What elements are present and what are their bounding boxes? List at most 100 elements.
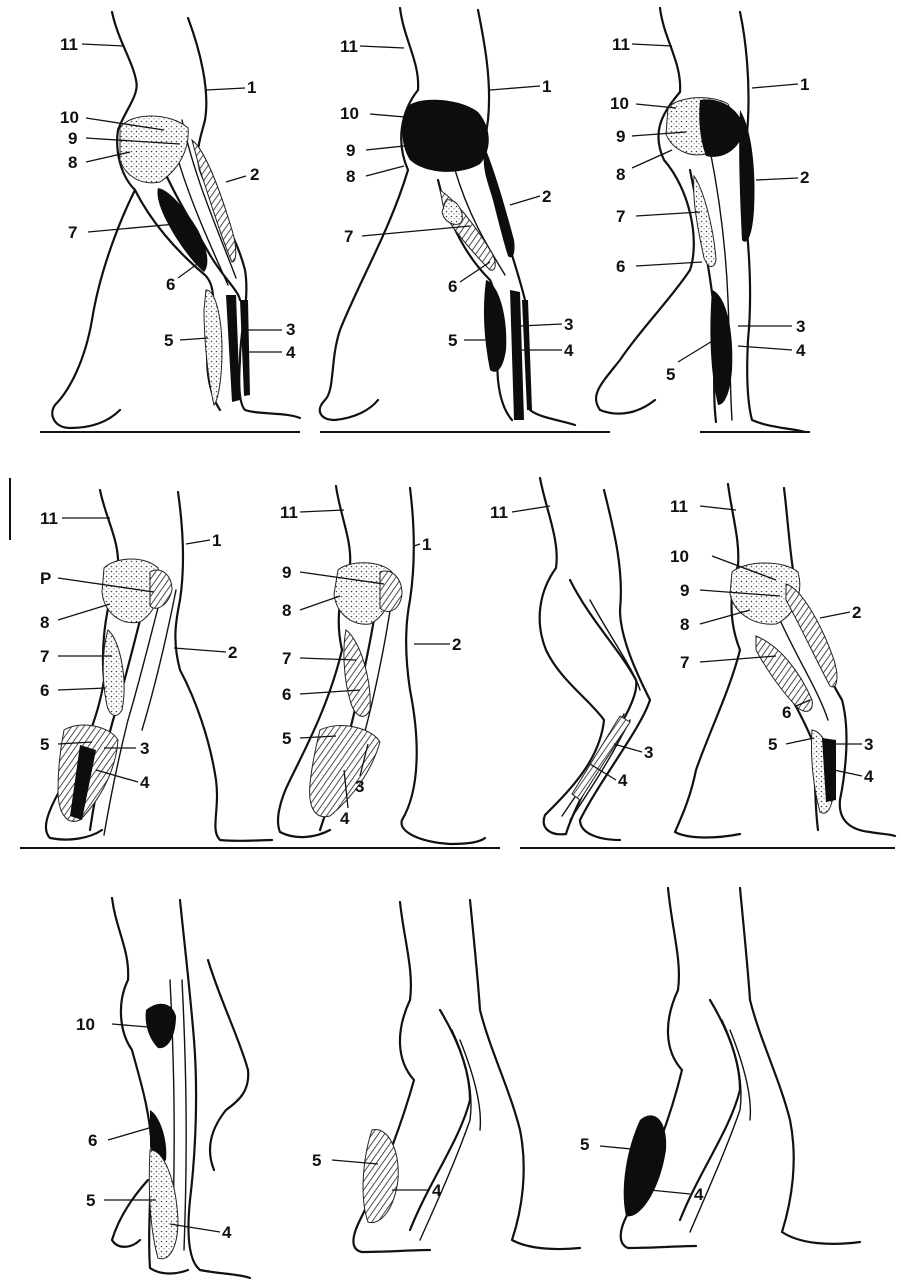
label-6: 6 bbox=[616, 257, 625, 276]
label-9: 9 bbox=[68, 129, 77, 148]
glute-hatched bbox=[380, 571, 402, 611]
panel-r2p2: 11 1 9 8 2 7 6 5 3 4 bbox=[270, 486, 500, 848]
quad-dark bbox=[739, 110, 754, 242]
label-8: 8 bbox=[346, 167, 355, 186]
label-7: 7 bbox=[68, 223, 77, 242]
panel-r2p4: 11 10 9 8 2 7 6 5 3 4 bbox=[660, 484, 895, 848]
label-4: 4 bbox=[286, 343, 296, 362]
label-8: 8 bbox=[40, 613, 49, 632]
label-2: 2 bbox=[250, 165, 259, 184]
label-4: 4 bbox=[694, 1185, 704, 1204]
leg-outline bbox=[112, 898, 250, 1278]
label-5: 5 bbox=[312, 1151, 321, 1170]
label-3: 3 bbox=[796, 317, 805, 336]
label-11: 11 bbox=[612, 35, 630, 54]
glute-dark bbox=[146, 1004, 176, 1048]
label-10: 10 bbox=[340, 104, 359, 123]
panel-r3p2: 5 4 bbox=[312, 900, 580, 1252]
panel-r2p1: 11 1 P 8 7 2 6 5 3 4 bbox=[20, 490, 290, 848]
label-8: 8 bbox=[680, 615, 689, 634]
label-4: 4 bbox=[222, 1223, 232, 1242]
label-3: 3 bbox=[140, 739, 149, 758]
knee-dotted bbox=[442, 200, 462, 225]
label-10: 10 bbox=[610, 94, 629, 113]
label-6: 6 bbox=[448, 277, 457, 296]
label-5: 5 bbox=[580, 1135, 589, 1154]
label-4: 4 bbox=[864, 767, 874, 786]
label-7: 7 bbox=[680, 653, 689, 672]
label-5: 5 bbox=[282, 729, 291, 748]
label-2: 2 bbox=[800, 168, 809, 187]
hamstring-dotted bbox=[103, 630, 124, 715]
label-3: 3 bbox=[564, 315, 573, 334]
label-1: 1 bbox=[422, 535, 431, 554]
label-7: 7 bbox=[282, 649, 291, 668]
label-7: 7 bbox=[344, 227, 353, 246]
label-2: 2 bbox=[228, 643, 237, 662]
label-11: 11 bbox=[670, 497, 688, 516]
label-2: 2 bbox=[452, 635, 461, 654]
shin-dark bbox=[510, 290, 524, 420]
pointer-lines bbox=[360, 46, 562, 350]
glute-dark bbox=[699, 99, 744, 157]
label-11: 11 bbox=[40, 509, 58, 528]
label-11: 11 bbox=[490, 503, 508, 522]
calf-hatched bbox=[310, 726, 380, 817]
label-9: 9 bbox=[616, 127, 625, 146]
label-4: 4 bbox=[140, 773, 150, 792]
panel-r3p1: 10 6 5 4 bbox=[76, 898, 250, 1278]
label-8: 8 bbox=[616, 165, 625, 184]
calf-dark bbox=[624, 1115, 667, 1216]
panel-r3p3: 5 4 bbox=[580, 888, 860, 1248]
label-6: 6 bbox=[40, 681, 49, 700]
panel-r1p3: 11 1 10 9 8 2 7 6 3 4 5 bbox=[596, 8, 810, 432]
label-11: 11 bbox=[340, 37, 358, 56]
label-3: 3 bbox=[355, 777, 364, 796]
quad-dark bbox=[484, 150, 515, 257]
label-10: 10 bbox=[60, 108, 79, 127]
label-9: 9 bbox=[680, 581, 689, 600]
hamstring-hatched bbox=[344, 630, 370, 716]
label-6: 6 bbox=[782, 703, 791, 722]
label-6: 6 bbox=[282, 685, 291, 704]
label-10: 10 bbox=[76, 1015, 95, 1034]
label-6: 6 bbox=[88, 1131, 97, 1150]
label-4: 4 bbox=[432, 1181, 442, 1200]
glute-dark bbox=[402, 100, 489, 172]
label-5: 5 bbox=[768, 735, 777, 754]
label-5: 5 bbox=[40, 735, 49, 754]
label-10: 10 bbox=[670, 547, 689, 566]
label-7: 7 bbox=[616, 207, 625, 226]
label-5: 5 bbox=[86, 1191, 95, 1210]
panel-r1p2: 11 1 10 9 8 2 7 6 3 5 4 bbox=[320, 8, 610, 432]
label-3: 3 bbox=[644, 743, 653, 762]
label-9: 9 bbox=[282, 563, 291, 582]
label-11: 11 bbox=[280, 503, 298, 522]
label-1: 1 bbox=[800, 75, 809, 94]
label-1: 1 bbox=[247, 78, 256, 97]
leg-outline bbox=[278, 486, 485, 844]
label-7: 7 bbox=[40, 647, 49, 666]
label-8: 8 bbox=[282, 601, 291, 620]
pointer-lines bbox=[700, 506, 862, 776]
label-5: 5 bbox=[164, 331, 173, 350]
label-1: 1 bbox=[212, 531, 221, 550]
label-8: 8 bbox=[68, 153, 77, 172]
label-2: 2 bbox=[852, 603, 861, 622]
label-1: 1 bbox=[542, 77, 551, 96]
panel-r2p3: 11 3 4 bbox=[490, 478, 660, 848]
label-4: 4 bbox=[796, 341, 806, 360]
label-4: 4 bbox=[340, 809, 350, 828]
panel-r1p1: 11 1 10 9 8 2 7 6 3 5 4 bbox=[40, 12, 300, 432]
label-4: 4 bbox=[564, 341, 574, 360]
ankle-dark bbox=[522, 300, 532, 410]
glute-dark bbox=[150, 570, 172, 608]
label-9: P bbox=[40, 569, 51, 588]
leg-outline bbox=[621, 888, 860, 1248]
label-4: 4 bbox=[618, 771, 628, 790]
calf-dark bbox=[484, 280, 506, 372]
hamstring-dark bbox=[157, 188, 207, 272]
pointer-lines bbox=[512, 506, 642, 780]
label-9: 9 bbox=[346, 141, 355, 160]
